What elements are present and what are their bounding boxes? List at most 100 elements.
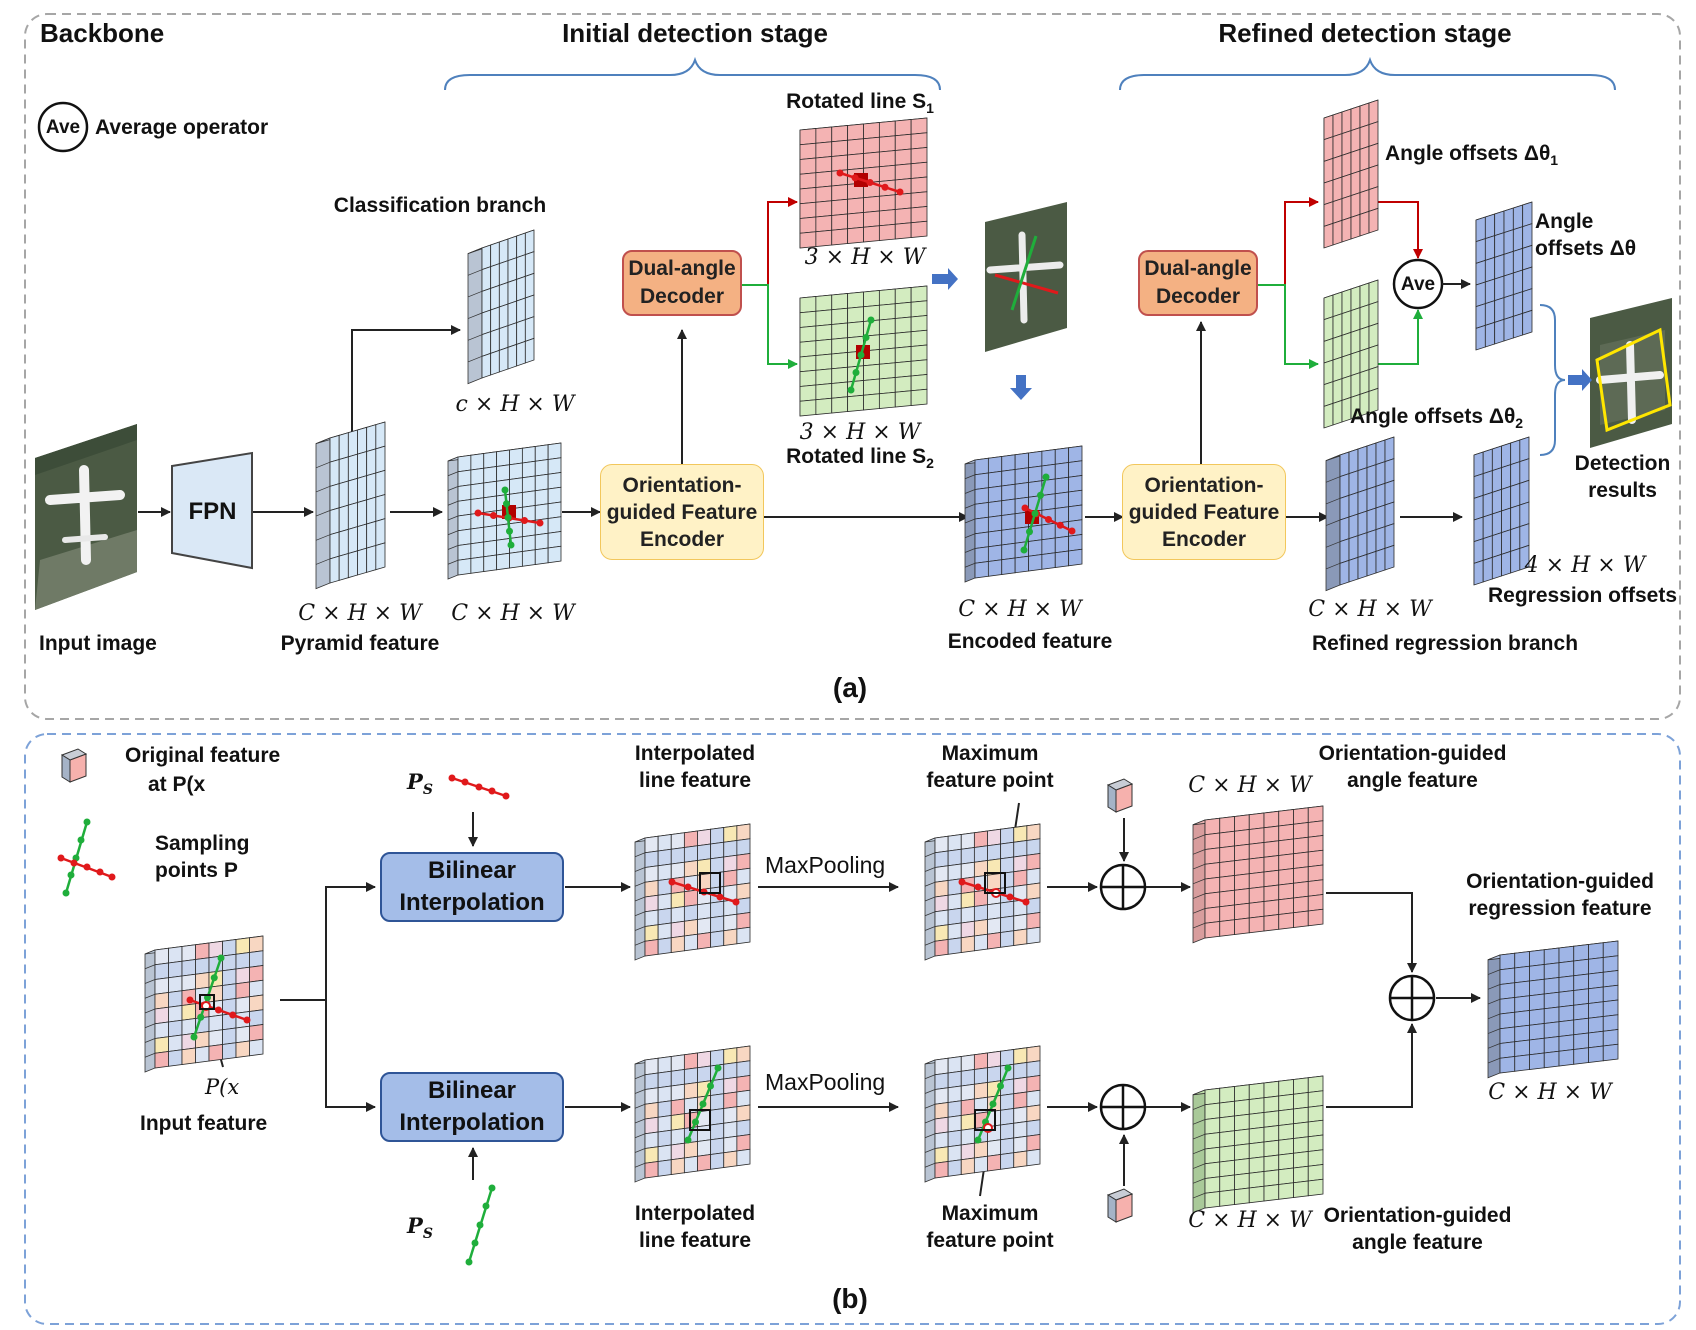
original-feature-cube-legend [60,748,88,783]
classification-feature-map [467,229,535,385]
regression-feature-label: Orientation-guided regression feature [1466,870,1654,920]
interp-top-box [699,872,721,894]
dim-b-top: C × H × W [1188,773,1312,798]
fpn-block [171,451,253,570]
sampling-dot-red [57,854,65,862]
sampling-dot-green [62,889,70,897]
maxpooling-bottom: MaxPooling [765,1069,886,1095]
dim-c-label: c × H × W [455,392,575,417]
maxpooling-top: MaxPooling [765,852,886,878]
input-feature-label: Input feature [140,1112,268,1135]
regression-feature-map [1487,940,1619,1079]
decoder-branches [741,197,1423,369]
encoded-feature-label: Encoded feature [947,630,1113,653]
ave-legend-icon [37,101,89,153]
bracket-initial [444,56,941,91]
angle-feature-top-label: Orientation-guided angle feature [1318,742,1507,792]
ps-dot-green [488,1184,496,1192]
feature-encoder-1: Orientation-guided Feature Encoder [600,464,764,560]
refined-feature-map [1325,436,1395,592]
angle-offsets-2-map [1323,279,1379,429]
angle-feature-bottom-label: Orientation-guided angle feature [1323,1204,1512,1254]
sum-operator-1 [1099,863,1147,911]
backbone-title: Backbone [40,18,165,48]
s2-green-line [847,316,875,394]
sampling-points-label: Sampling points P [155,832,250,882]
sum-operator-2 [1099,1083,1147,1131]
classification-branch-label: Classification branch [333,194,547,217]
ps-bottom-label: PS [407,1213,433,1243]
rotated-line-image [985,202,1067,352]
sampling-dot-green [83,818,91,826]
ave-operator-label: Ave [1400,274,1436,295]
dim-3-s1-label: 3 × H × W [804,245,926,270]
ps-dot-green [465,1258,473,1266]
sampling-dot-red [83,863,91,871]
angle-feature-top-map [1192,805,1324,944]
ps-top-label: PS [407,769,433,799]
original-feature-cube-2 [1106,1188,1134,1223]
interpolated-top-map [634,823,751,961]
bracket-refined [1119,56,1616,91]
refined-stage-title: Refined detection stage [1218,18,1512,48]
angle-offsets-2-label: Angle offsets Δθ2 [1350,405,1524,432]
ave-legend-label: Average operator [95,116,269,139]
dim-encoded-label: C × H × W [958,597,1082,622]
rotated-line-s2-map [799,285,928,417]
ps-dot-green [482,1202,490,1210]
dual-angle-decoder-1: Dual-angle Decoder [622,250,742,316]
pyramid-feature-map [315,421,386,590]
initial-feature-map [447,442,562,580]
interp-bottom-box [689,1109,711,1131]
maxpool-bottom-map [924,1045,1041,1183]
rotated-line-s2-label: Rotated line S2 [786,445,934,472]
maxpool-top-box [984,872,1006,894]
initial-green-line [501,486,515,549]
detection-results-label: Detection results [1574,452,1671,502]
sampling-dot-green [77,836,85,844]
sampling-dot-red [108,873,116,881]
input-green-line [190,954,225,1041]
panel-a-label: (a) [832,672,868,703]
panel-b-label: (b) [832,1283,868,1314]
dim-b-bottom: C × H × W [1188,1208,1312,1233]
sampling-dot-red [96,868,104,876]
blue-arrow-result [1568,369,1592,391]
input-center-box [199,994,215,1010]
original-feature-label: Original feature [125,744,281,767]
interp-green-line [684,1064,722,1144]
ps-dot-red [461,778,469,786]
interpolated-line-feature-top: Interpolated line feature [634,742,756,792]
rotated-line-s1-label: Rotated line S1 [786,90,934,117]
angle-offsets-1-map [1323,99,1379,249]
encoded-green-line [1020,473,1050,554]
dual-angle-decoder-2: Dual-angle Decoder [1138,250,1258,316]
ave-legend-symbol: Ave [45,117,81,138]
encoded-feature-map [964,445,1083,583]
sum-operator-3 [1388,974,1436,1022]
fpn-label: FPN [188,498,237,525]
sampling-points-legend [60,821,113,894]
maxpool-top-map [924,823,1041,961]
original-feature-at-label: at P(x [148,773,206,796]
rotated-line-s1-map [799,117,928,249]
sampling-dot-green [67,871,75,879]
input-image [35,424,137,610]
dim-feature-label: C × H × W [451,601,575,626]
maximum-feature-point-bottom: Maximum feature point [926,1202,1054,1252]
ps-dot-red [488,787,496,795]
dim-refined-label: C × H × W [1308,597,1432,622]
bilinear-interpolation-1: Bilinear Interpolation [380,852,564,922]
ps-dot-red [475,783,483,791]
ps-dot-red [502,792,510,800]
ps-dot-green [476,1221,484,1229]
p-xy-label: P(x [205,1075,240,1099]
initial-stage-title: Initial detection stage [562,18,828,48]
blue-arrow-right [932,268,958,290]
maximum-feature-point-top: Maximum feature point [926,742,1054,792]
brace-results [1539,304,1566,456]
interpolated-bottom-map [634,1045,751,1183]
maxpool-bottom-box [974,1109,996,1131]
regression-offsets-map [1473,436,1530,586]
panel-b-frame [24,733,1681,1325]
